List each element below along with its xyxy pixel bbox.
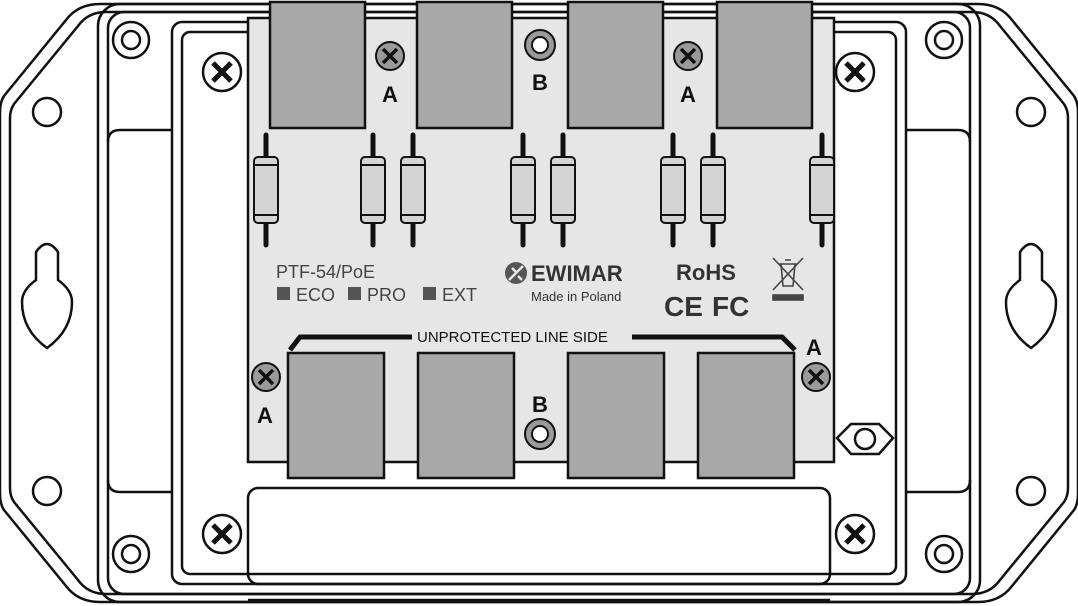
- right-inner-wall: [906, 128, 972, 494]
- keyhole-slot-right: [1004, 242, 1058, 350]
- housing-screws: [201, 51, 876, 555]
- left-inner-wall: [106, 128, 172, 494]
- corner-hole-bottom-left: [111, 534, 151, 574]
- rj45-port-bottom-2: [416, 351, 516, 480]
- corner-hole-bottom-right: [924, 534, 964, 574]
- variant-checkbox-pro: [348, 287, 361, 300]
- corner-hole-top-left: [111, 20, 151, 60]
- variant-checkbox-eco: [277, 287, 290, 300]
- protection-component-3: [400, 132, 426, 248]
- mount-hole-top-right: [1015, 96, 1047, 128]
- board-mount-b-bottom: [524, 418, 556, 450]
- mark-a-bottom-right: A: [806, 335, 822, 360]
- mark-a-top-right: A: [680, 82, 696, 107]
- corner-hole-top-right: [924, 20, 964, 60]
- cable-channel: [246, 486, 832, 586]
- protection-component-1: [253, 132, 279, 248]
- keyhole-slot-left: [20, 242, 74, 350]
- board-mounts-b: [524, 29, 556, 450]
- board-screw-a-bottom-right: [801, 362, 831, 392]
- mounting-holes: [20, 96, 1058, 507]
- rj45-port-bottom-1: [286, 351, 386, 480]
- mount-hole-bottom-right: [1015, 475, 1047, 507]
- mount-hole-bottom-left: [31, 475, 63, 507]
- brand-block: EWIMAR Made in Poland: [505, 261, 623, 304]
- brand-name: EWIMAR: [531, 261, 623, 286]
- variant-list: ECO PRO EXT: [277, 285, 477, 305]
- screw-top-left: [201, 51, 243, 93]
- protection-component-4: [510, 132, 536, 248]
- rj45-port-top-3: [566, 0, 665, 130]
- housing-body: [96, 2, 982, 604]
- rj45-port-top-2: [415, 0, 514, 130]
- board-mount-b-top: [524, 29, 556, 61]
- rj45-port-bottom-4: [696, 351, 796, 480]
- variant-label-ext: EXT: [442, 285, 477, 305]
- enclosure-inner-outline: [8, 10, 1070, 596]
- unprotected-side-bracket: [288, 334, 797, 352]
- protection-component-8: [809, 132, 835, 248]
- unprotected-side-label: UNPROTECTED LINE SIDE: [417, 329, 608, 346]
- protection-component-5: [550, 132, 576, 248]
- corner-screw-holes: [111, 20, 964, 574]
- screw-bottom-left: [201, 513, 243, 555]
- mark-a-bottom-left: A: [257, 403, 273, 428]
- screw-top-right: [834, 51, 876, 93]
- model-label: PTF-54/PoE: [276, 262, 375, 282]
- board-screws-a: [251, 41, 831, 392]
- variant-label-eco: ECO: [296, 285, 335, 305]
- protection-component-7: [700, 132, 726, 248]
- mark-a-top-left: A: [382, 82, 398, 107]
- rj45-port-top-1: [268, 0, 367, 130]
- mount-hole-top-left: [31, 96, 63, 128]
- variant-checkbox-ext: [423, 287, 436, 300]
- ewimar-logo-icon: [505, 262, 527, 284]
- made-in-label: Made in Poland: [531, 289, 621, 304]
- protection-component-6: [660, 132, 686, 248]
- rohs-mark: RoHS: [676, 260, 736, 285]
- ce-mark: CE: [664, 291, 703, 322]
- rj45-port-top-4: [715, 0, 814, 130]
- weee-bin-icon: [772, 257, 804, 301]
- rj45-port-bottom-3: [566, 351, 666, 480]
- mark-b-top: B: [532, 70, 548, 95]
- protection-component-2: [360, 132, 386, 248]
- mark-b-bottom: B: [532, 392, 548, 417]
- protection-components: [253, 132, 835, 248]
- ground-terminal-nut: [835, 422, 895, 456]
- top-ports: [268, 0, 814, 130]
- board-screw-a-top-right: [673, 41, 703, 71]
- bottom-ports: [286, 351, 796, 480]
- variant-label-pro: PRO: [367, 285, 406, 305]
- fcc-mark: FC: [712, 291, 749, 322]
- board-screw-a-bottom-left: [251, 362, 281, 392]
- screw-bottom-right: [834, 513, 876, 555]
- board-screw-a-top-left: [375, 41, 405, 71]
- housing-rim: [106, 10, 972, 596]
